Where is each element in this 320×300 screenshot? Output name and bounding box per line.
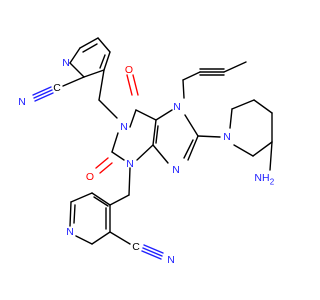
bond (184, 114, 199, 137)
bond (155, 125, 159, 144)
bond (141, 250, 162, 260)
bond (98, 69, 105, 101)
atom-label-n9-purine: N (172, 164, 180, 176)
bond (103, 51, 111, 71)
bond (99, 162, 113, 174)
bond (91, 231, 111, 245)
atom-label-piperidine-n: N (223, 131, 231, 143)
bond (111, 132, 119, 153)
bond (152, 144, 169, 164)
bond (97, 37, 111, 53)
bond (155, 109, 173, 121)
bond (182, 79, 185, 99)
bond (197, 135, 221, 138)
atom-label-n1-purine: N (120, 121, 128, 133)
bond (126, 74, 133, 96)
bond (136, 144, 154, 161)
bond (95, 157, 109, 169)
atom-label-amine-nh: NH (254, 172, 269, 184)
atom-label-nitrile-n-bottom: N (167, 254, 175, 266)
bond (75, 235, 93, 245)
bond (73, 204, 76, 224)
bond (128, 167, 131, 196)
bond (231, 99, 255, 110)
bond (233, 144, 254, 157)
atom-label-nitrile-n-top: N (18, 96, 26, 108)
bond (152, 119, 157, 146)
bond (111, 151, 125, 161)
bond (135, 109, 157, 121)
bond (252, 141, 273, 157)
bond (269, 141, 273, 171)
atom-label-n7-purine: N (173, 101, 181, 113)
bond (223, 61, 247, 73)
bond (182, 71, 201, 81)
bond (69, 47, 81, 64)
bond (99, 54, 106, 69)
bond (109, 194, 130, 206)
bond (62, 76, 85, 87)
bond (98, 99, 118, 119)
atom-label-amine-subscript: 2 (270, 178, 275, 187)
atom-labels: N C N N O N N N O N NH 2 N C N (18, 57, 275, 266)
bond (183, 139, 194, 159)
atom-label-nitrile-c-bottom: C (132, 241, 140, 253)
bond (253, 99, 273, 114)
atom-label-pyridine-n-top: N (62, 57, 70, 69)
molecule-structure-diagram: N C N N O N N N O N NH 2 N C N (18, 37, 275, 266)
atom-label-oxygen-c6: O (125, 64, 133, 76)
atom-label-nitrile-c-top: C (53, 82, 61, 94)
bond (143, 244, 164, 254)
bond (79, 37, 99, 49)
bond (82, 43, 98, 53)
bond-lines (32, 37, 273, 260)
bond (129, 109, 137, 128)
atom-label-pyridine-n-bottom: N (66, 226, 74, 238)
bond (32, 86, 52, 96)
bond (187, 135, 199, 161)
bond (229, 108, 233, 129)
bond (34, 92, 54, 102)
bond (93, 196, 109, 207)
bond (91, 192, 111, 206)
atom-label-oxygen-c2: O (86, 171, 94, 183)
bond (83, 69, 105, 78)
bond (69, 62, 85, 78)
bond (33, 89, 53, 99)
bond (132, 74, 139, 96)
bond (109, 231, 131, 245)
atom-label-n3-purine: N (126, 158, 134, 170)
bond (69, 201, 72, 227)
bond (70, 192, 93, 203)
bond (142, 247, 163, 257)
